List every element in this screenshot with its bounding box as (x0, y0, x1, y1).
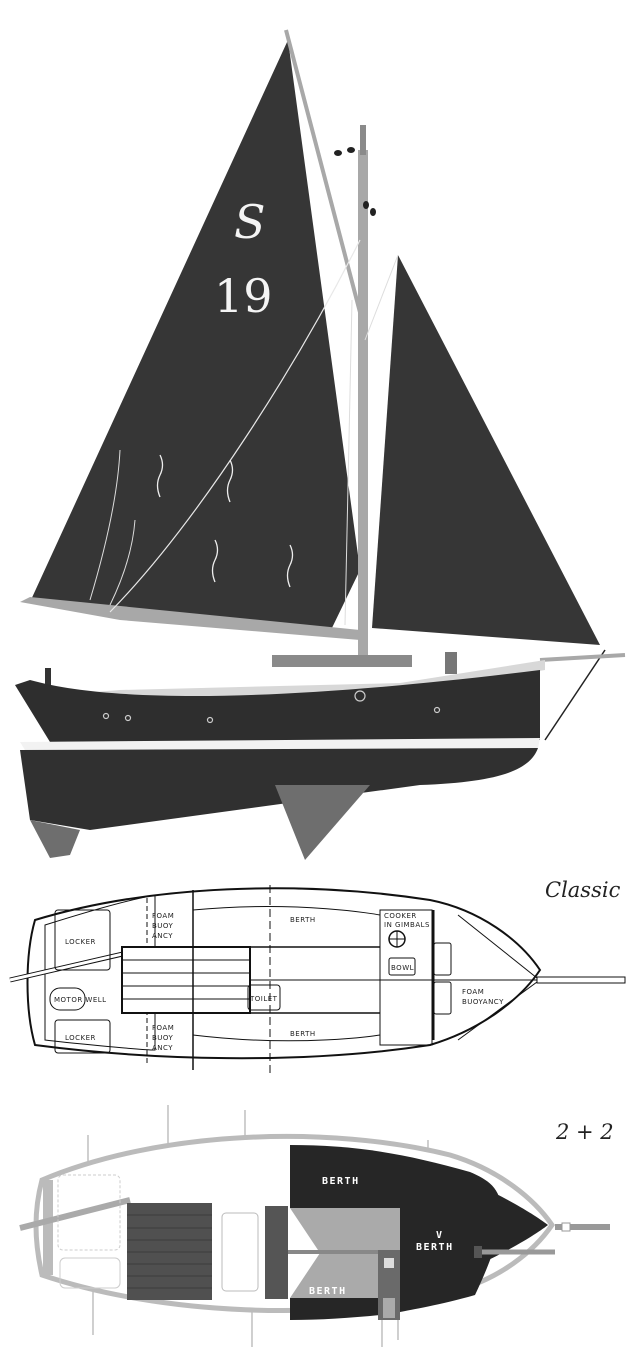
classic-berth-bottom: BERTH (290, 1030, 316, 1038)
svg-text:FOAM: FOAM (152, 1024, 174, 1032)
motor-well (49, 987, 86, 1011)
svg-text:BUOY: BUOY (152, 922, 174, 930)
deck (30, 660, 545, 705)
svg-text:FOAM: FOAM (152, 912, 174, 920)
berth-top-label: BERTH (322, 1176, 360, 1187)
classic-layout-plan: LOCKER LOCKER MOTOR WELL FOAM BUOY ANCY … (9, 885, 626, 1075)
svg-text:BUOY: BUOY (152, 1034, 174, 1042)
svg-text:MOTOR WELL: MOTOR WELL (54, 996, 107, 1004)
svg-text:LOCKER: LOCKER (65, 1034, 96, 1042)
locker-starboard (54, 1019, 111, 1054)
sail-emblem: S (234, 195, 266, 249)
berth-bottom (290, 1298, 380, 1320)
rudder (30, 820, 80, 858)
cockpit-sole (121, 946, 251, 1014)
hull (15, 670, 540, 742)
svg-text:BOWL: BOWL (391, 964, 414, 972)
forestay (544, 649, 606, 741)
berth-top (290, 1145, 470, 1208)
layout-title-classic: Classic (545, 878, 621, 902)
cabin-top (272, 655, 412, 667)
forepeak (478, 1185, 548, 1265)
bowl (388, 957, 416, 976)
svg-text:COOKER: COOKER (384, 912, 417, 920)
two-plus-two-layout-plan: BERTH BERTH V BERTH (19, 1105, 610, 1347)
berth-bottom-label: BERTH (309, 1286, 347, 1297)
svg-text:ANCY: ANCY (152, 932, 173, 940)
v-berth-label-v: V (436, 1230, 444, 1241)
keel (275, 785, 370, 860)
layout-title-2plus2: 2 + 2 (556, 1120, 614, 1144)
sheet-line (109, 239, 361, 613)
v-berth (400, 1172, 502, 1312)
boot-stripe (20, 738, 540, 750)
masthead-flag (334, 147, 376, 216)
svg-text:BUOYANCY: BUOYANCY (462, 998, 504, 1006)
toilet (247, 984, 281, 1011)
portholes (102, 690, 441, 724)
boom (20, 597, 360, 640)
jib (372, 255, 600, 645)
svg-text:IN GIMBALS: IN GIMBALS (384, 921, 430, 929)
sail-plan-elevation: S 19 (15, 29, 626, 860)
svg-text:FOAM: FOAM (462, 988, 484, 996)
classic-hull-outline (26, 887, 542, 1060)
sail-number: 19 (214, 269, 273, 323)
svg-text:LOCKER: LOCKER (65, 938, 96, 946)
bowsprit (539, 653, 626, 662)
classic-bowsprit (536, 976, 626, 984)
mast (358, 150, 368, 662)
svg-text:ANCY: ANCY (152, 1044, 173, 1052)
mainsail (30, 40, 360, 632)
yard (284, 29, 364, 321)
v-berth-label: BERTH (416, 1242, 454, 1253)
locker-port (54, 909, 111, 971)
svg-text:TOILET: TOILET (249, 995, 278, 1003)
mast-top (360, 125, 366, 155)
classic-berth-top: BERTH (290, 916, 316, 924)
companionway-step (265, 1206, 288, 1299)
